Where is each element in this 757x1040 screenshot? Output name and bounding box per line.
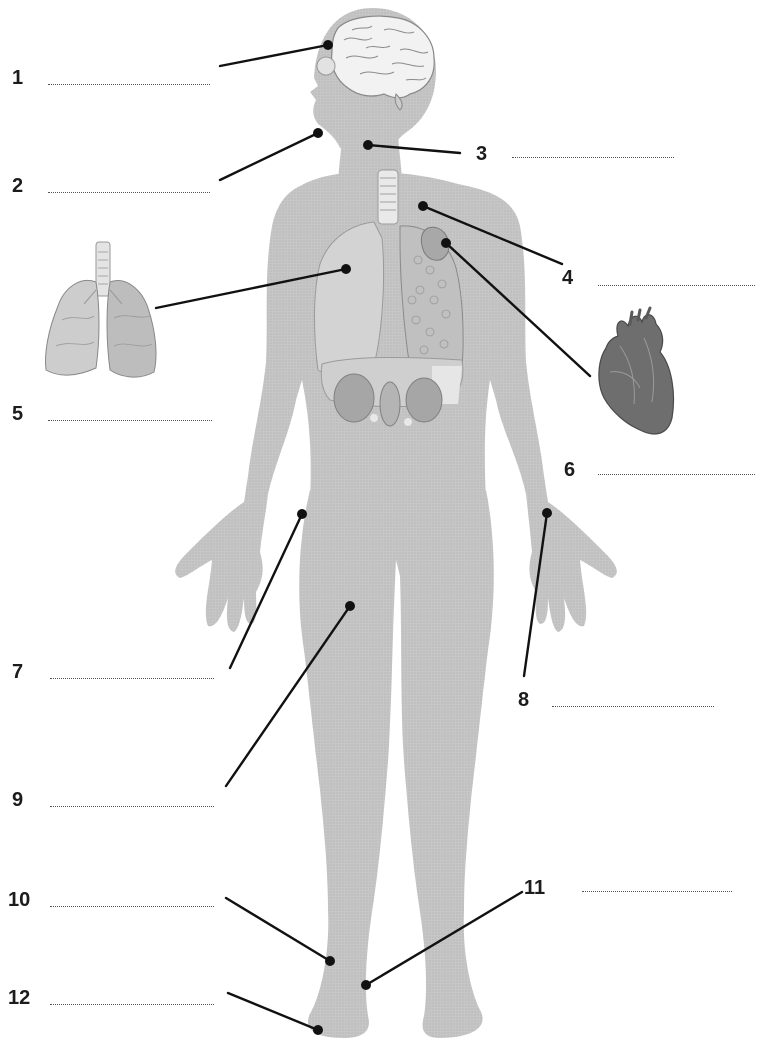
leader-dot-1 bbox=[323, 40, 333, 50]
leader-dot-heart bbox=[441, 238, 451, 248]
leader-line-12 bbox=[228, 993, 318, 1030]
label-number-12: 12 bbox=[8, 988, 30, 1008]
answer-blank-11[interactable] bbox=[582, 891, 732, 892]
answer-blank-6[interactable] bbox=[598, 474, 755, 475]
label-number-2: 2 bbox=[12, 176, 23, 196]
leader-dot-5 bbox=[341, 264, 351, 274]
label-number-7: 7 bbox=[12, 662, 23, 682]
heart-icon bbox=[599, 308, 674, 434]
leader-dot-7 bbox=[297, 509, 307, 519]
label-number-10: 10 bbox=[8, 890, 30, 910]
leader-dot-11 bbox=[361, 980, 371, 990]
label-number-4: 4 bbox=[562, 268, 573, 288]
human-body-silhouette-icon bbox=[175, 8, 617, 1038]
answer-blank-5[interactable] bbox=[48, 420, 212, 421]
leader-dot-9 bbox=[345, 601, 355, 611]
label-number-5: 5 bbox=[12, 404, 23, 424]
answer-blank-2[interactable] bbox=[48, 192, 210, 193]
label-number-1: 1 bbox=[12, 68, 23, 88]
leader-line-10 bbox=[226, 898, 330, 961]
leader-dot-2 bbox=[313, 128, 323, 138]
answer-blank-4[interactable] bbox=[598, 285, 755, 286]
label-number-8: 8 bbox=[518, 690, 529, 710]
answer-blank-1[interactable] bbox=[48, 84, 210, 85]
leader-dot-10 bbox=[325, 956, 335, 966]
answer-blank-8[interactable] bbox=[552, 706, 714, 707]
answer-blank-10[interactable] bbox=[50, 906, 214, 907]
leader-line-1 bbox=[220, 45, 328, 66]
leader-line-2 bbox=[220, 133, 318, 180]
answer-blank-9[interactable] bbox=[50, 806, 214, 807]
legs-shape bbox=[299, 490, 494, 1038]
leader-dot-3 bbox=[363, 140, 373, 150]
leader-dot-12 bbox=[313, 1025, 323, 1035]
label-number-9: 9 bbox=[12, 790, 23, 810]
leader-dot-4 bbox=[418, 201, 428, 211]
label-number-3: 3 bbox=[476, 144, 487, 164]
answer-blank-12[interactable] bbox=[50, 1004, 214, 1005]
answer-blank-7[interactable] bbox=[50, 678, 214, 679]
answer-blank-3[interactable] bbox=[512, 157, 674, 158]
label-number-11: 11 bbox=[524, 878, 545, 898]
lungs-icon bbox=[46, 242, 157, 377]
leader-dot-8 bbox=[542, 508, 552, 518]
label-number-6: 6 bbox=[564, 460, 575, 480]
